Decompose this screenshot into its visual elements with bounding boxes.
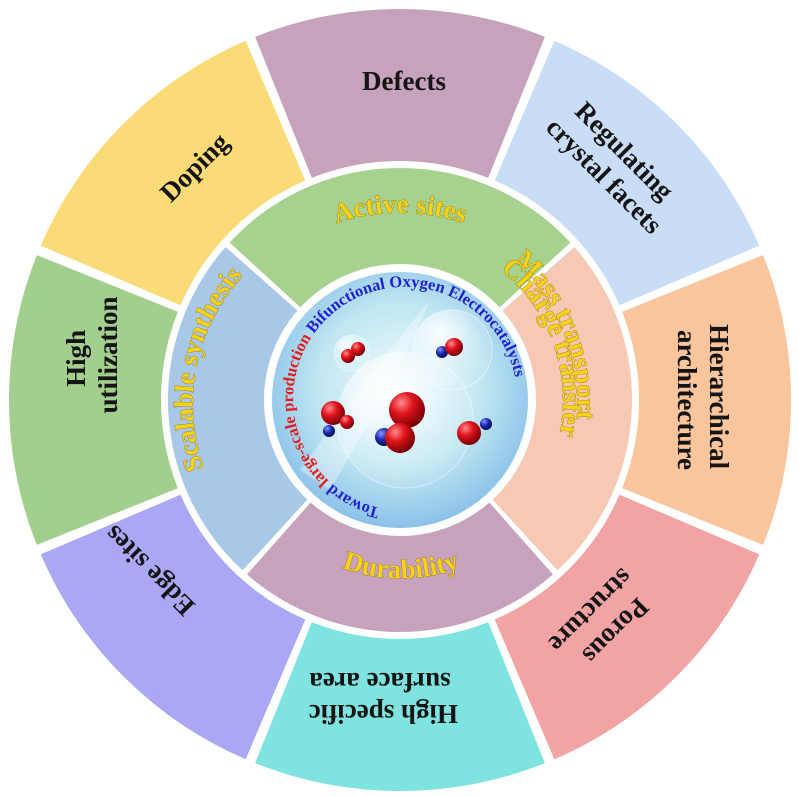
core-circle: Toward large-scale production Bifunction… [265,265,535,535]
outer-label-high-utilization: High utilization [61,296,123,413]
outer-label-hierarchical: Hierarchical [704,324,734,469]
molecule-right [457,418,492,445]
outer-label-high: High [61,330,91,387]
inner-segment-durability [244,499,556,634]
molecule-center [375,392,425,453]
outer-label-hierarchical-architecture: Hierarchical architecture [672,324,734,476]
molecule-left [321,401,354,437]
outer-label-utilization: utilization [93,296,123,413]
outer-label-architecture: architecture [672,330,702,470]
outer-label-defects: Defects [362,66,446,96]
inner-label-durability: Durability [340,545,462,585]
molecule-top-right [436,338,463,358]
outer-label-surface-area: surface area [309,667,451,697]
outer-label-high-specific-surface-area: High specific surface area [302,667,458,729]
molecule-o2-top-left [341,342,365,363]
outer-label-high-specific: High specific [309,699,458,729]
